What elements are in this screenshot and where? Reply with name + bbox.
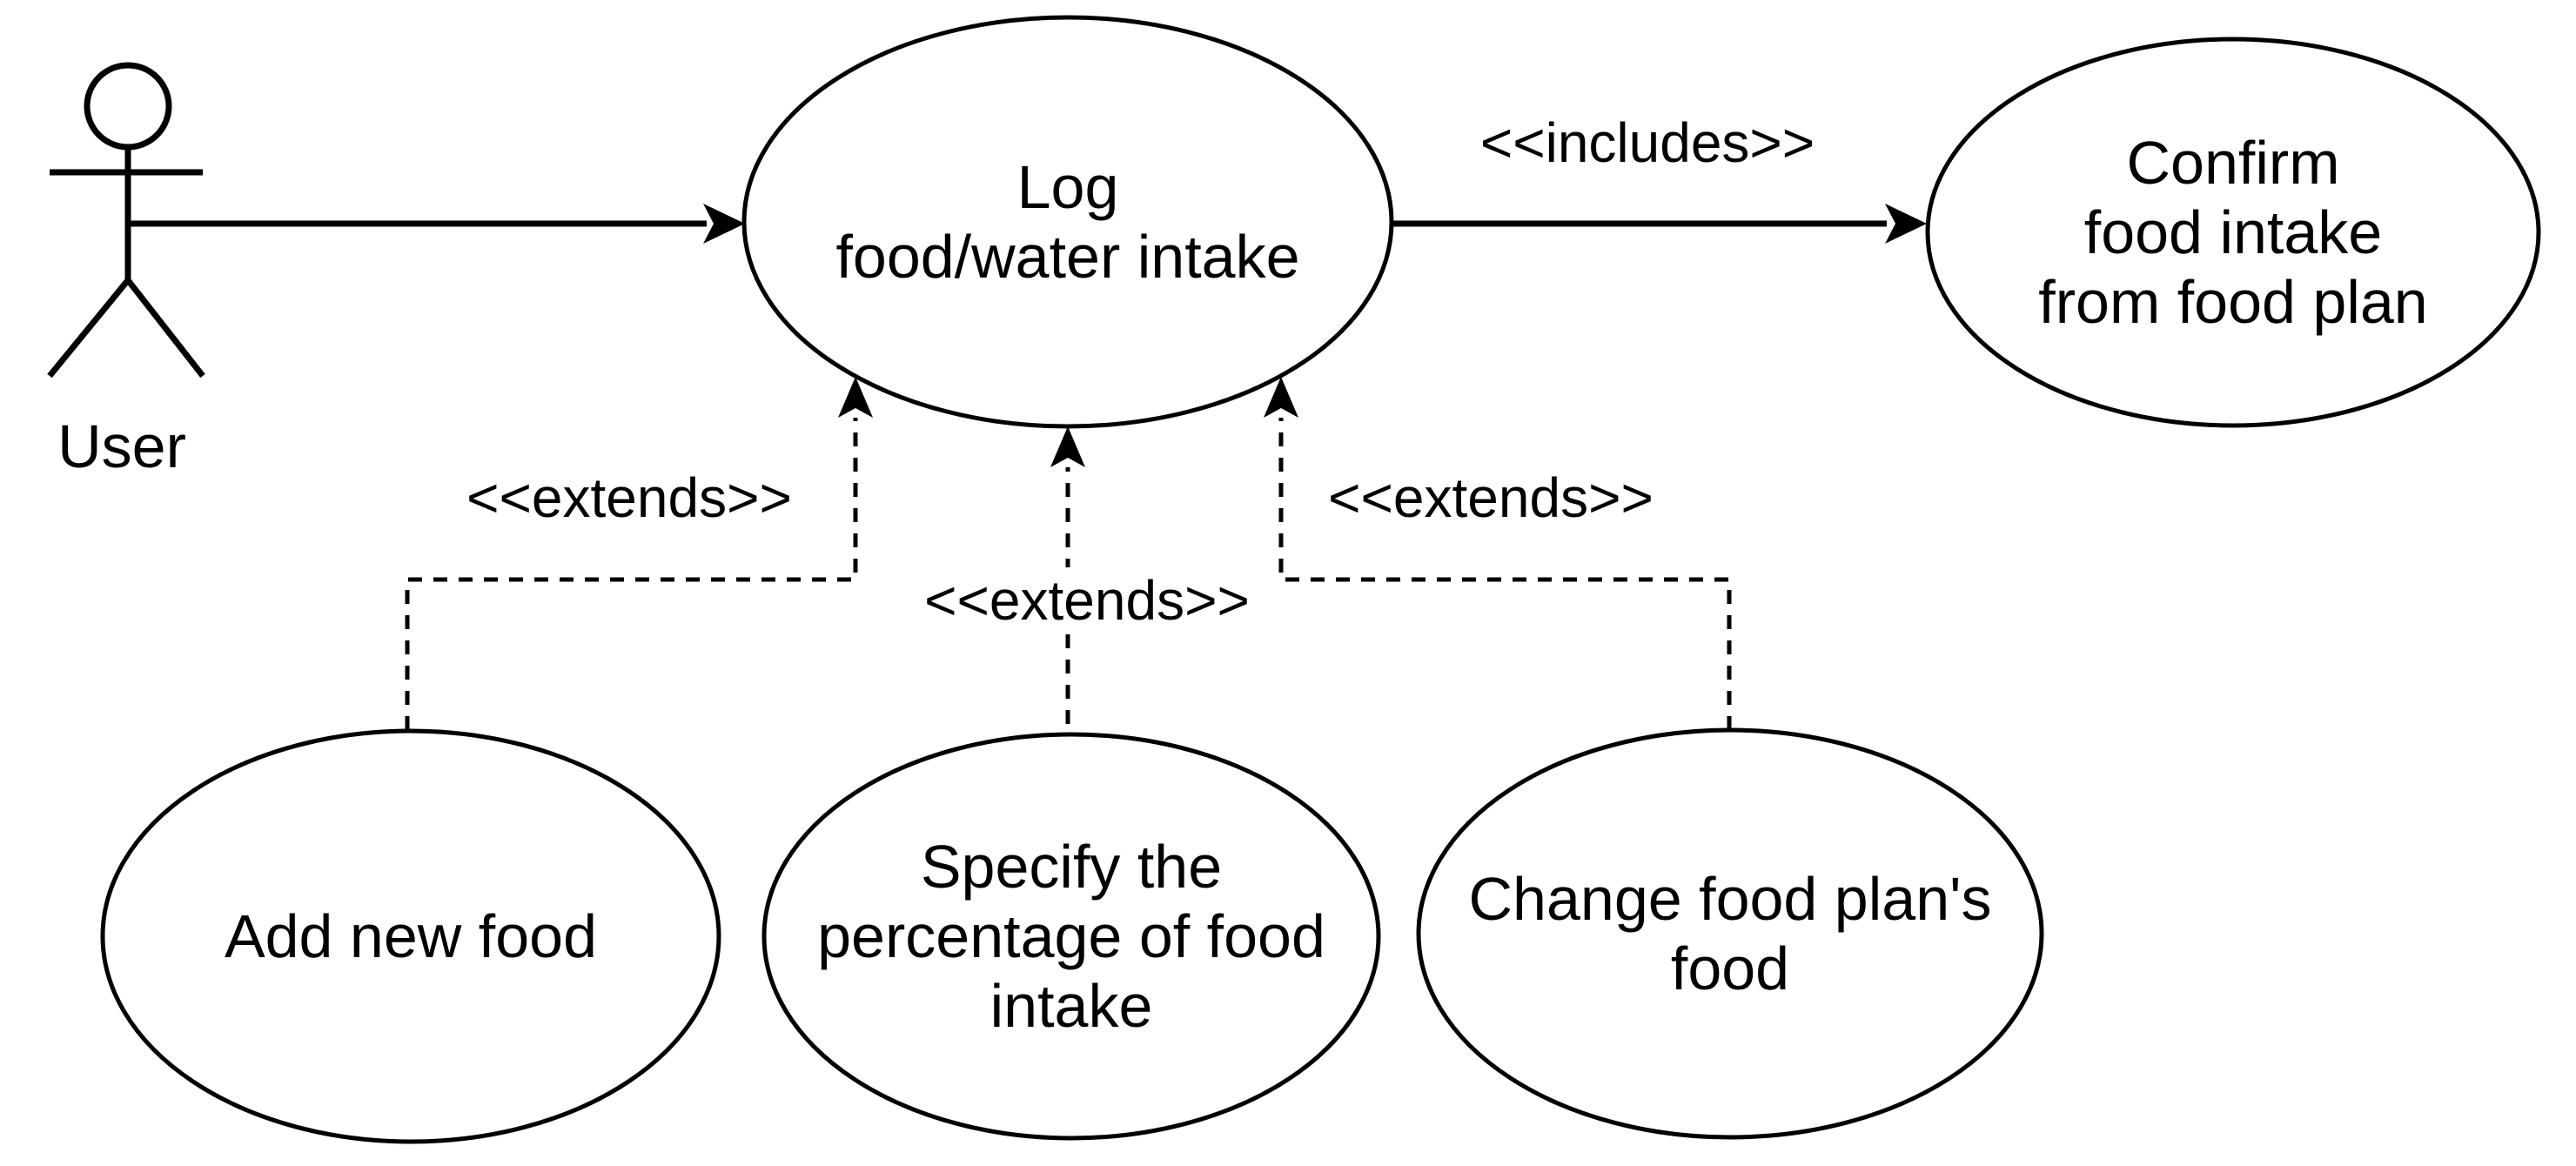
usecase-confirm-text: Confirm food intake from food plan (2038, 129, 2427, 336)
usecase-log-line-1: Log (1017, 153, 1119, 221)
extend-change-to-log (1264, 377, 1732, 730)
usecase-specify-line-2: percentage of food (817, 902, 1325, 970)
usecase-confirm-food-intake (1925, 37, 2541, 428)
usecase-change-food-plan (1416, 727, 2044, 1140)
usecase-change-line-2: food (1671, 935, 1789, 1002)
arrowhead-up-icon (1050, 426, 1085, 467)
usecase-add-new-food (100, 728, 721, 1144)
usecase-add-line-1: Add new food (225, 902, 597, 970)
usecase-specify-line-1: Specify the (921, 833, 1222, 901)
usecase-confirm-line-3: from food plan (2038, 268, 2427, 336)
extend-dashed-path (1278, 418, 1732, 730)
usecase-specify-line-3: intake (990, 972, 1153, 1040)
actor-head (84, 62, 172, 151)
extend-add-to-log (405, 377, 873, 730)
association-user-to-log (131, 204, 745, 244)
usecase-confirm-line-2: food intake (2084, 198, 2382, 266)
arrowhead-right-icon (1885, 204, 1927, 244)
extends-label-right: <<extends>> (1328, 466, 1654, 529)
arrowhead-up-icon (838, 377, 873, 418)
extends-label-middle-bg (916, 567, 1258, 627)
usecase-log-line-2: food/water intake (835, 223, 1299, 291)
usecase-specify-percentage (761, 732, 1381, 1141)
usecase-change-text: Change food plan's food (1468, 865, 1991, 1002)
user-actor-icon (47, 62, 205, 379)
actor-right-leg (125, 278, 205, 379)
usecase-specify-text: Specify the percentage of food intake (817, 833, 1325, 1040)
extends-label-left: <<extends>> (466, 466, 792, 529)
usecase-log-text: Log food/water intake (835, 153, 1299, 291)
usecase-confirm-line-1: Confirm (2126, 129, 2339, 197)
includes-label: <<includes>> (1480, 111, 1815, 174)
arrowhead-up-icon (1264, 377, 1298, 418)
actor-left-leg (47, 278, 131, 379)
usecase-change-line-1: Change food plan's (1468, 865, 1991, 933)
extend-dashed-path (405, 418, 858, 730)
arrowhead-right-icon (703, 204, 745, 244)
extends-label-middle: <<extends>> (924, 569, 1250, 632)
actor-label: User (57, 412, 186, 480)
include-log-to-confirm (1392, 204, 1927, 244)
usecase-log-food-water-intake (741, 15, 1394, 429)
usecase-add-text: Add new food (225, 902, 597, 970)
